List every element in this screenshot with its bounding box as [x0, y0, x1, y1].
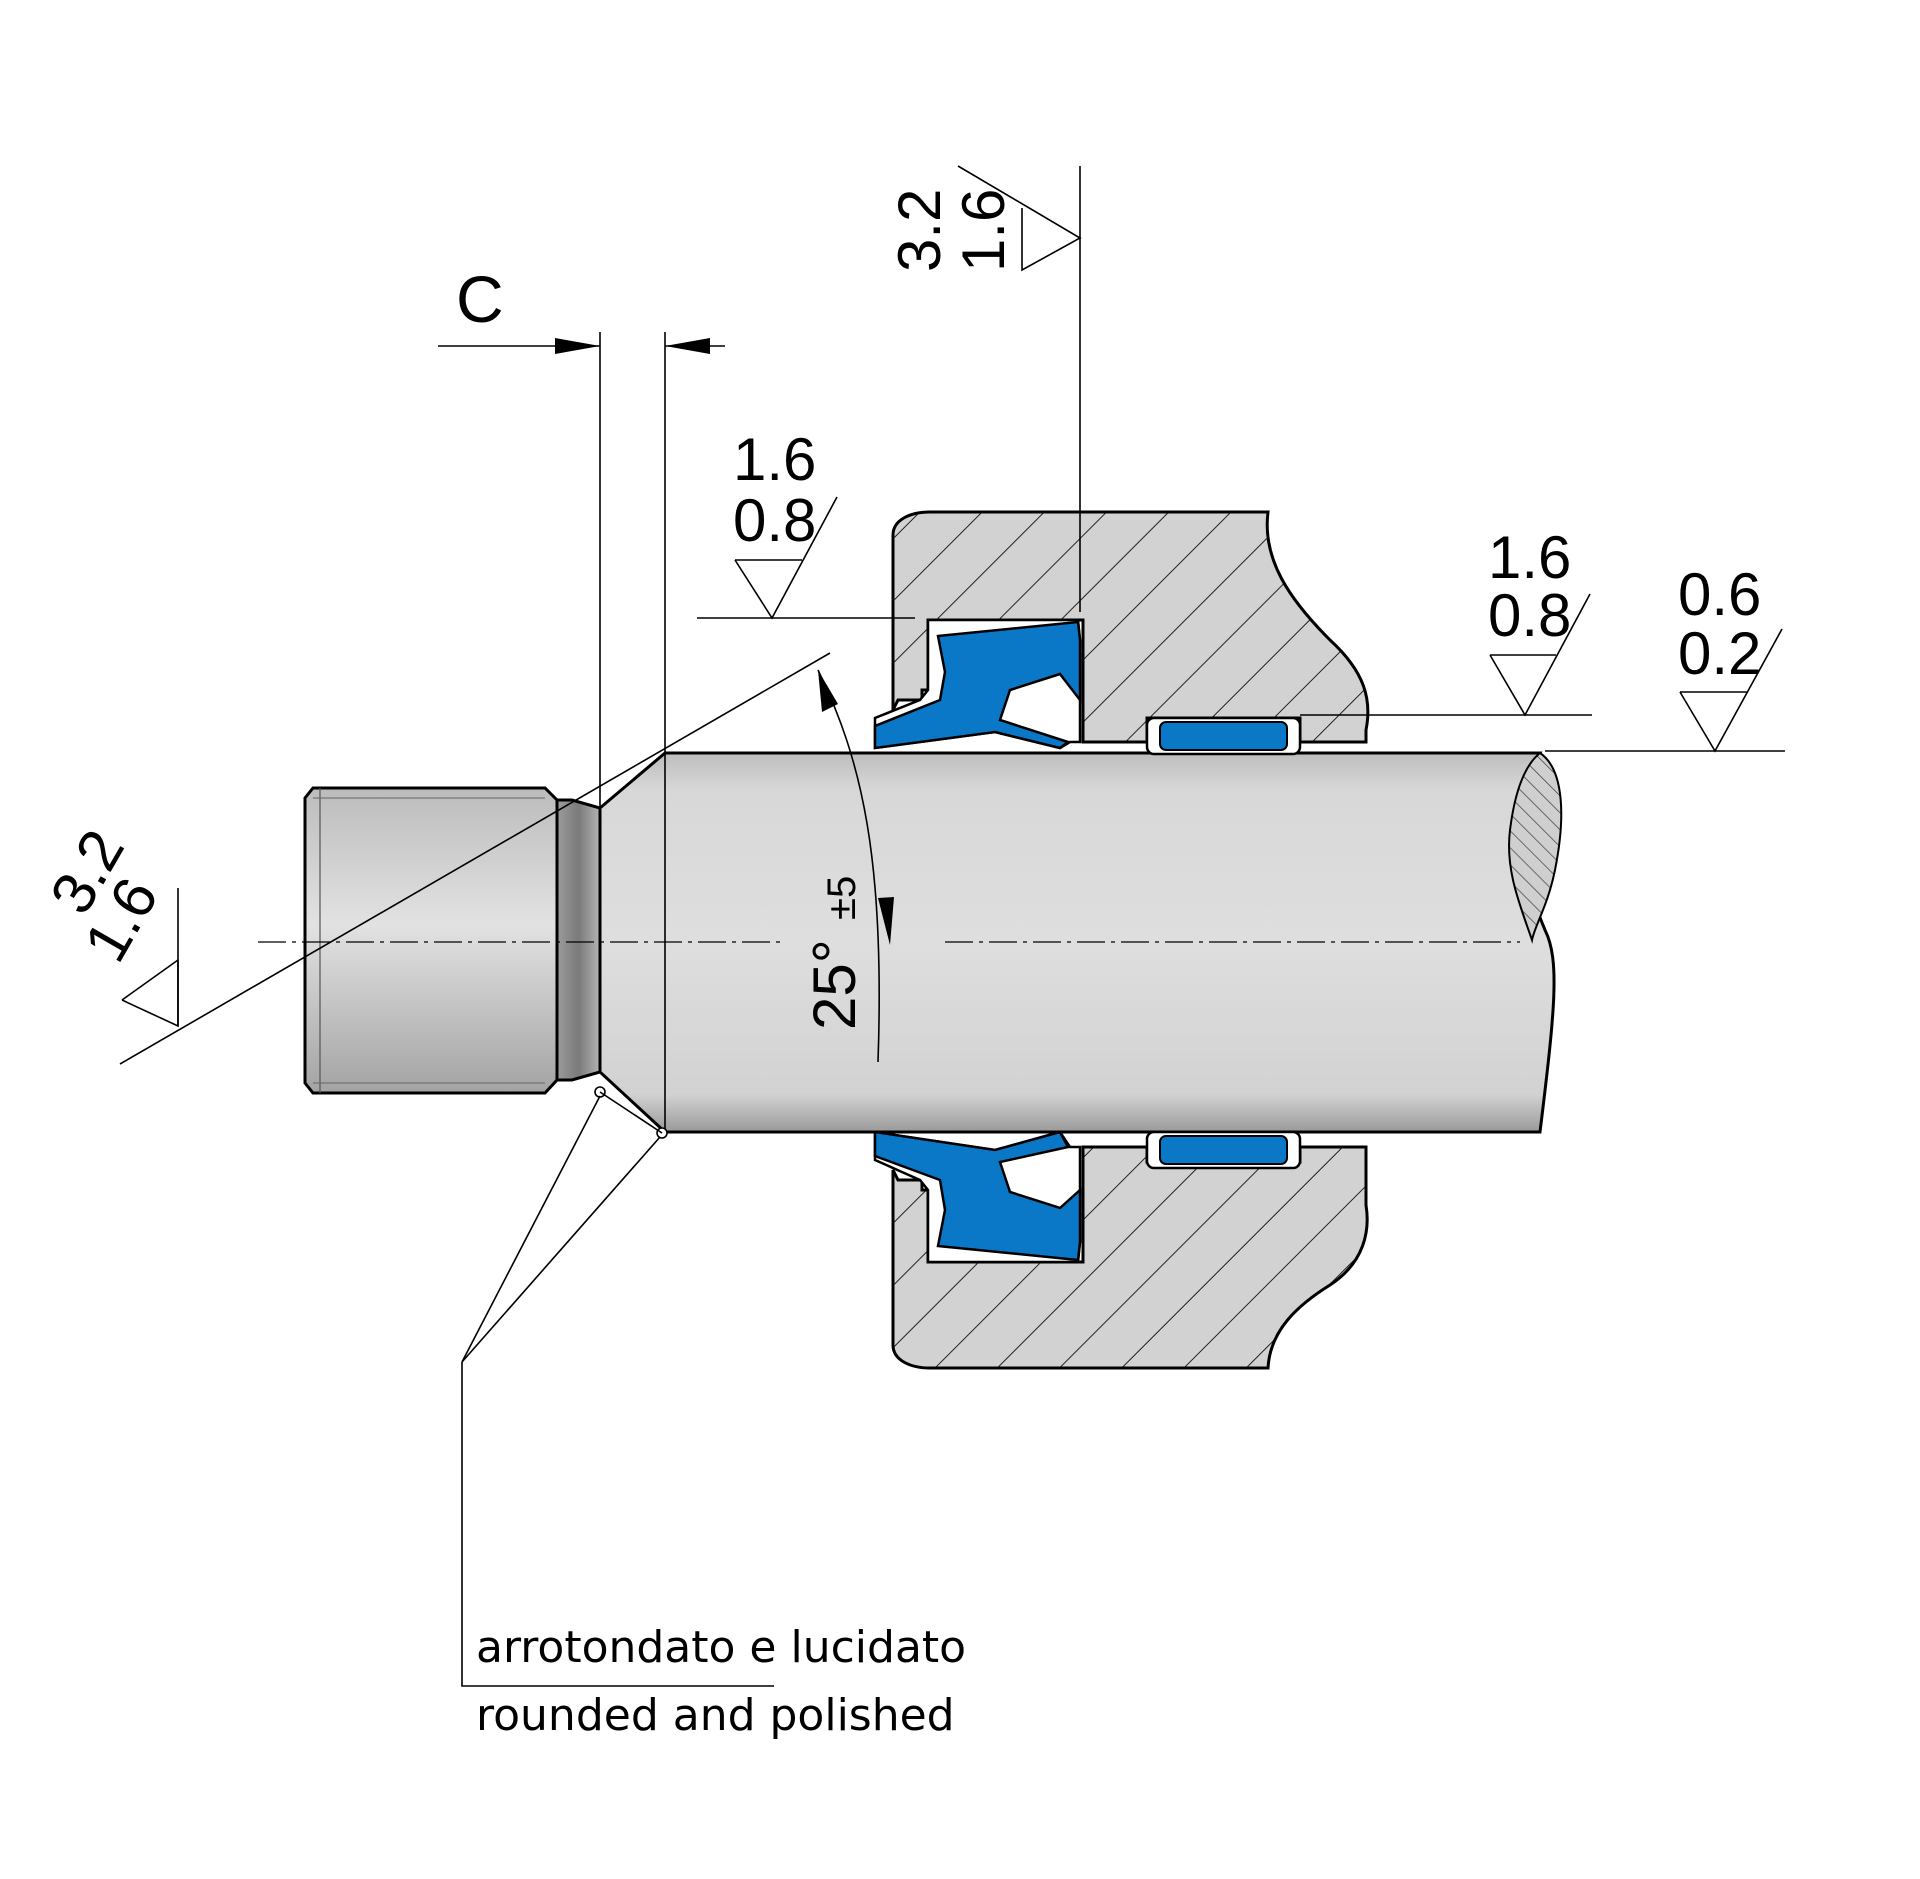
svg-text:0.6: 0.6: [1678, 561, 1761, 628]
roughness-seal-groove-top: 3.2 1.6: [886, 165, 1082, 612]
rod-neck: [555, 798, 602, 1082]
chamfer-angle-dimension: 25° ±5: [119, 652, 894, 1065]
angle-value: 25°: [801, 939, 868, 1030]
roughness-threaded-end: 3.2 1.6: [37, 819, 179, 1028]
svg-text:0.8: 0.8: [733, 487, 816, 554]
piston-rod: [258, 751, 1563, 1134]
roughness-guide-ring-bore: 1.6 0.8: [1300, 524, 1592, 717]
rounded-polished-note: arrotondato e lucidato rounded and polis…: [461, 1086, 966, 1741]
angle-tolerance: ±5: [820, 876, 864, 920]
threaded-end: [303, 786, 559, 1095]
housing-lower: [891, 1145, 1369, 1370]
svg-text:0.2: 0.2: [1678, 620, 1761, 687]
svg-text:0.8: 0.8: [1488, 582, 1571, 649]
guide-ring-lower: [1145, 1130, 1302, 1170]
svg-text:1.6: 1.6: [1488, 524, 1571, 591]
svg-text:1.6: 1.6: [733, 426, 816, 493]
roughness-seal-groove-bore: 1.6 0.8: [697, 426, 915, 620]
roughness-rod-surface: 0.6 0.2: [1545, 561, 1785, 753]
note-english: rounded and polished: [476, 1690, 955, 1741]
chamfer-dimension: C: [438, 262, 725, 808]
svg-text:3.2: 3.2: [886, 189, 953, 272]
housing-section: [891, 510, 1370, 1370]
svg-text:1.6: 1.6: [950, 189, 1017, 272]
rod-seal-lower: [873, 1130, 1082, 1264]
rod-seal-upper: [873, 618, 1082, 750]
chamfer-label: C: [456, 262, 504, 336]
housing-upper: [891, 510, 1370, 744]
rod-break-section: [1508, 751, 1563, 944]
note-italian: arrotondato e lucidato: [476, 1622, 966, 1673]
guide-ring-upper: [1145, 716, 1302, 756]
